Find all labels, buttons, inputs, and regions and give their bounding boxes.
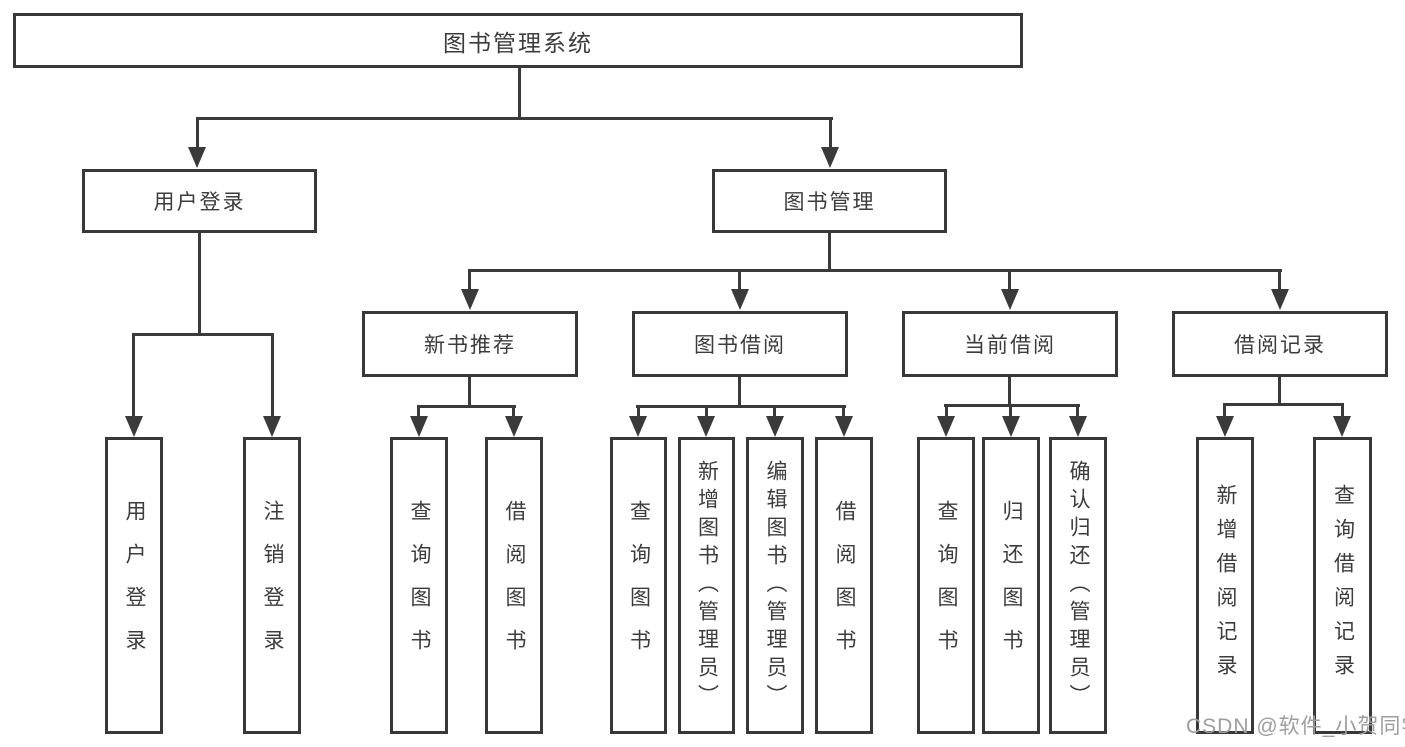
connector-line: [132, 333, 274, 336]
connector-line: [1278, 377, 1281, 406]
leaf-borrow-books-recommend: 借阅图书: [485, 437, 543, 734]
leaf-label: 查询图书: [627, 499, 651, 672]
node-current-borrowing: 当前借阅: [902, 311, 1118, 377]
arrowhead-icon: [937, 416, 955, 437]
arrowhead-icon: [1271, 289, 1289, 310]
connector-line: [271, 335, 274, 417]
leaf-confirm-return-admin: 确认归还（管理员）: [1049, 437, 1107, 734]
node-book-borrowing: 图书借阅: [632, 311, 848, 377]
arrowhead-icon: [1069, 416, 1087, 437]
node-label: 图书管理: [783, 191, 876, 214]
connector-line: [1008, 271, 1011, 291]
leaf-label: 借阅图书: [503, 499, 526, 672]
leaf-label: 借阅图书: [833, 499, 856, 672]
leaf-label: 确认归还（管理员）: [1067, 459, 1090, 712]
connector-line: [512, 407, 515, 418]
connector-line: [417, 405, 516, 408]
arrowhead-icon: [697, 416, 715, 437]
connector-line: [738, 271, 741, 291]
leaf-query-books-borrow: 查询图书: [610, 437, 667, 734]
leaf-borrow-books: 借阅图书: [815, 437, 873, 734]
leaf-label: 查询图书: [408, 499, 431, 672]
leaf-label: 注销登录: [261, 499, 284, 672]
arrowhead-icon: [410, 416, 428, 437]
leaf-return-books: 归还图书: [982, 437, 1040, 734]
connector-line: [132, 335, 135, 417]
arrowhead-icon: [1216, 416, 1234, 437]
connector-line: [1278, 271, 1281, 291]
connector-line: [705, 407, 708, 418]
leaf-edit-book-admin: 编辑图书（管理员）: [746, 437, 804, 734]
node-new-book-recommendation: 新书推荐: [362, 311, 578, 377]
arrowhead-icon: [263, 416, 281, 437]
node-label: 图书借阅: [694, 334, 786, 357]
connector-line: [1009, 406, 1012, 418]
connector-line: [829, 119, 832, 149]
arrowhead-icon: [505, 416, 523, 437]
connector-line: [738, 377, 741, 408]
arrowhead-icon: [821, 147, 839, 168]
arrowhead-icon: [1002, 416, 1020, 437]
node-book-management: 图书管理: [712, 169, 947, 233]
leaf-label: 编辑图书（管理员）: [764, 459, 787, 712]
connector-line: [468, 271, 471, 291]
leaf-query-borrow-record: 查询借阅记录: [1313, 437, 1372, 734]
arrowhead-icon: [188, 147, 206, 168]
connector-line: [1223, 405, 1226, 418]
connector-line: [468, 269, 1282, 272]
arrowhead-icon: [766, 416, 784, 437]
connector-line: [842, 407, 845, 418]
leaf-label: 新增图书（管理员）: [695, 459, 719, 712]
arrowhead-icon: [125, 416, 143, 437]
node-user-login: 用户登录: [82, 169, 317, 233]
arrowhead-icon: [835, 416, 853, 437]
leaf-user-login: 用户登录: [105, 437, 163, 734]
leaf-label: 归还图书: [1000, 499, 1023, 672]
connector-line: [1008, 377, 1011, 407]
connector-line: [198, 233, 201, 336]
connector-line: [196, 119, 199, 149]
arrowhead-icon: [629, 416, 647, 437]
connector-line: [1223, 403, 1344, 406]
arrowhead-icon: [731, 289, 749, 310]
node-label: 新书推荐: [424, 334, 516, 357]
node-label: 用户登录: [153, 191, 246, 214]
arrowhead-icon: [461, 289, 479, 310]
connector-line: [1341, 405, 1344, 418]
leaf-label: 查询借阅记录: [1331, 483, 1355, 688]
arrowhead-icon: [1001, 289, 1019, 310]
leaf-label: 新增借阅记录: [1214, 483, 1237, 688]
arrowhead-icon: [1333, 416, 1351, 437]
connector-line: [1076, 406, 1079, 418]
connector-line: [773, 407, 776, 418]
leaf-label: 查询图书: [935, 499, 958, 672]
leaf-add-borrow-record: 新增借阅记录: [1196, 437, 1254, 734]
leaf-query-books-recommend: 查询图书: [390, 437, 448, 734]
connector-line: [468, 377, 471, 408]
connector-line: [944, 404, 1080, 407]
leaf-query-books-current: 查询图书: [917, 437, 975, 734]
connector-line: [518, 68, 521, 119]
node-label: 图书管理系统: [443, 29, 593, 56]
leaf-logout: 注销登录: [243, 437, 301, 734]
node-label: 借阅记录: [1234, 334, 1326, 357]
node-label: 当前借阅: [964, 334, 1056, 357]
connector-line: [828, 233, 831, 272]
connector-line: [945, 406, 948, 418]
watermark: CSDN @软件_小贺同学: [1186, 715, 1405, 738]
leaf-label: 用户登录: [123, 499, 146, 672]
connector-line: [417, 407, 420, 418]
leaf-add-book-admin: 新增图书（管理员）: [678, 437, 735, 734]
node-library-management-system: 图书管理系统: [13, 13, 1023, 68]
connector-line: [196, 117, 833, 120]
connector-line: [637, 407, 640, 418]
node-borrowing-records: 借阅记录: [1172, 311, 1388, 377]
connector-line: [636, 405, 846, 408]
